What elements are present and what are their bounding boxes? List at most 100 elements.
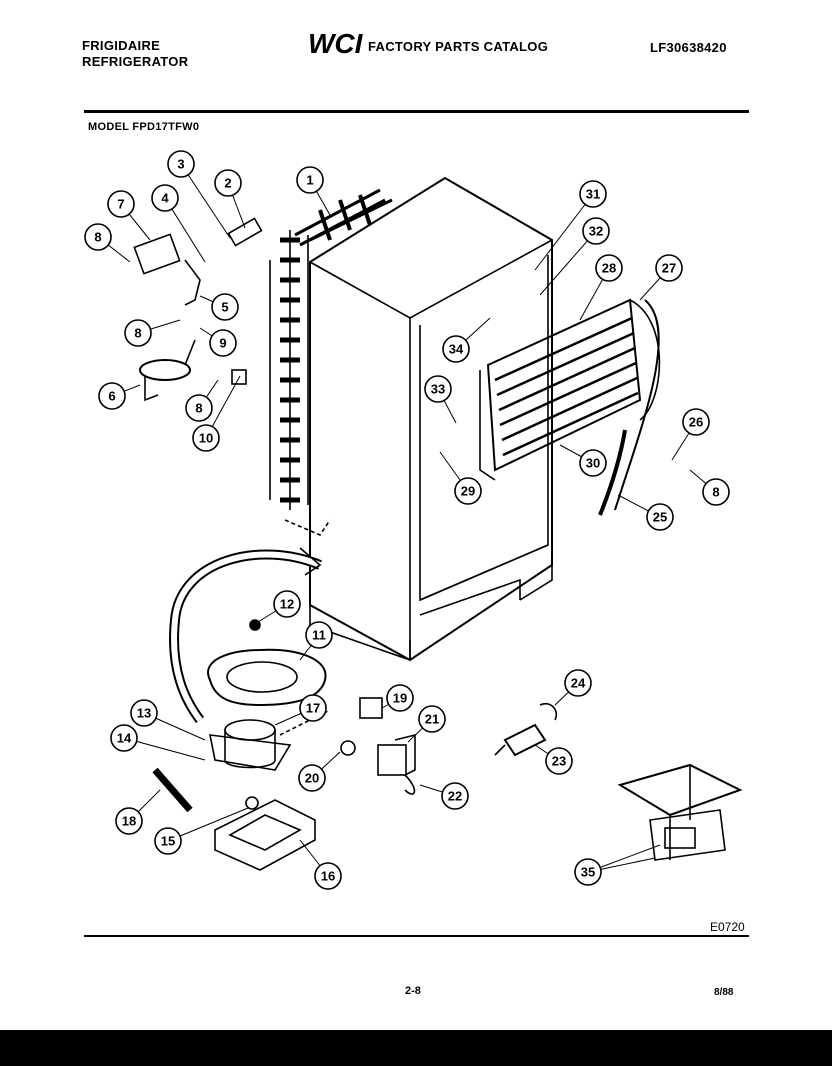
callout-17: 17 <box>299 694 327 722</box>
leader-lines <box>97 163 717 877</box>
mount-base <box>617 763 743 861</box>
brand-name: FRIGIDAIRE <box>82 38 161 53</box>
callout-9: 9 <box>209 329 237 357</box>
svg-text:8: 8 <box>195 401 202 416</box>
svg-text:7: 7 <box>117 197 124 212</box>
capacitor <box>494 702 558 757</box>
relay-overload <box>340 697 416 795</box>
svg-text:10: 10 <box>199 431 213 446</box>
svg-text:8: 8 <box>94 230 101 245</box>
callout-33: 33 <box>424 375 452 403</box>
callout-20: 20 <box>298 764 326 792</box>
svg-text:26: 26 <box>689 415 703 430</box>
callout-12: 12 <box>273 590 301 618</box>
callout-24: 24 <box>564 669 592 697</box>
svg-text:4: 4 <box>161 191 169 206</box>
svg-text:18: 18 <box>122 814 136 829</box>
callout-27: 27 <box>655 254 683 282</box>
power-cord <box>133 217 263 402</box>
svg-text:2: 2 <box>224 176 231 191</box>
catalog-part-code: LF30638420 <box>650 40 727 55</box>
drier <box>152 767 193 813</box>
callout-labels: 1 2 3 4 5 6 7 8 8 9 8 10 11 12 13 14 15 … <box>84 150 730 890</box>
product-type: REFRIGERATOR <box>82 54 189 69</box>
callout-14: 14 <box>110 724 138 752</box>
svg-text:20: 20 <box>305 771 319 786</box>
svg-text:16: 16 <box>321 869 335 884</box>
svg-text:21: 21 <box>425 712 439 727</box>
svg-text:6: 6 <box>108 389 115 404</box>
callout-22: 22 <box>441 782 469 810</box>
svg-text:9: 9 <box>219 336 226 351</box>
svg-text:25: 25 <box>653 510 667 525</box>
evaporator <box>479 298 661 481</box>
svg-text:19: 19 <box>393 691 407 706</box>
callout-30: 30 <box>579 449 607 477</box>
callout-13: 13 <box>130 699 158 727</box>
svg-text:23: 23 <box>552 754 566 769</box>
svg-text:32: 32 <box>589 224 603 239</box>
page-number: 2-8 <box>405 985 421 997</box>
svg-text:14: 14 <box>117 731 132 746</box>
footer-rule <box>84 935 749 937</box>
svg-text:24: 24 <box>571 676 586 691</box>
callout-19: 19 <box>386 684 414 712</box>
callout-4: 4 <box>151 184 179 212</box>
print-date: 8/88 <box>714 987 734 998</box>
drain-tube <box>614 299 660 511</box>
svg-text:3: 3 <box>177 157 184 172</box>
callout-23: 23 <box>545 747 573 775</box>
svg-text:28: 28 <box>602 261 616 276</box>
svg-text:1: 1 <box>306 173 313 188</box>
svg-text:31: 31 <box>586 187 600 202</box>
svg-text:22: 22 <box>448 789 462 804</box>
condenser-coil <box>269 188 393 510</box>
callout-8a: 8 <box>84 223 112 251</box>
callout-26: 26 <box>682 408 710 436</box>
callout-34: 34 <box>442 335 470 363</box>
callout-31: 31 <box>579 180 607 208</box>
callout-8c: 8 <box>185 394 213 422</box>
callout-1: 1 <box>296 166 324 194</box>
svg-text:11: 11 <box>312 628 326 643</box>
callout-2: 2 <box>214 169 242 197</box>
callout-7: 7 <box>107 190 135 218</box>
model-label: MODEL FPD17TFW0 <box>88 121 200 133</box>
callout-16: 16 <box>314 862 342 890</box>
svg-text:5: 5 <box>221 300 228 315</box>
callout-6: 6 <box>98 382 126 410</box>
compressor-bracket <box>214 796 316 871</box>
drain-pan <box>207 619 327 707</box>
svg-text:17: 17 <box>306 701 320 716</box>
logo-text: WCI <box>308 28 364 58</box>
svg-text:15: 15 <box>161 834 175 849</box>
compressor <box>208 709 331 771</box>
callout-5: 5 <box>211 293 239 321</box>
callout-28: 28 <box>595 254 623 282</box>
callout-21: 21 <box>418 705 446 733</box>
refrigerator-cabinet <box>284 176 553 662</box>
svg-text:13: 13 <box>137 706 151 721</box>
callout-8b: 8 <box>124 319 152 347</box>
callout-25: 25 <box>646 503 674 531</box>
scan-edge-band <box>0 1030 832 1066</box>
callout-15: 15 <box>154 827 182 855</box>
svg-text:8: 8 <box>134 326 141 341</box>
svg-text:34: 34 <box>449 342 464 357</box>
callout-11: 11 <box>305 621 333 649</box>
callout-35: 35 <box>574 858 602 886</box>
callout-8d: 8 <box>702 478 730 506</box>
callout-32: 32 <box>582 217 610 245</box>
svg-text:30: 30 <box>586 456 600 471</box>
svg-text:8: 8 <box>712 485 719 500</box>
callout-10: 10 <box>192 424 220 452</box>
callout-29: 29 <box>454 477 482 505</box>
svg-text:35: 35 <box>581 865 595 880</box>
header-rule <box>84 110 749 113</box>
wci-logo: WCI <box>308 28 364 58</box>
brand-block: FRIGIDAIRE REFRIGERATOR <box>82 38 188 70</box>
callout-3: 3 <box>167 150 195 178</box>
svg-text:12: 12 <box>280 597 294 612</box>
svg-text:33: 33 <box>431 382 445 397</box>
